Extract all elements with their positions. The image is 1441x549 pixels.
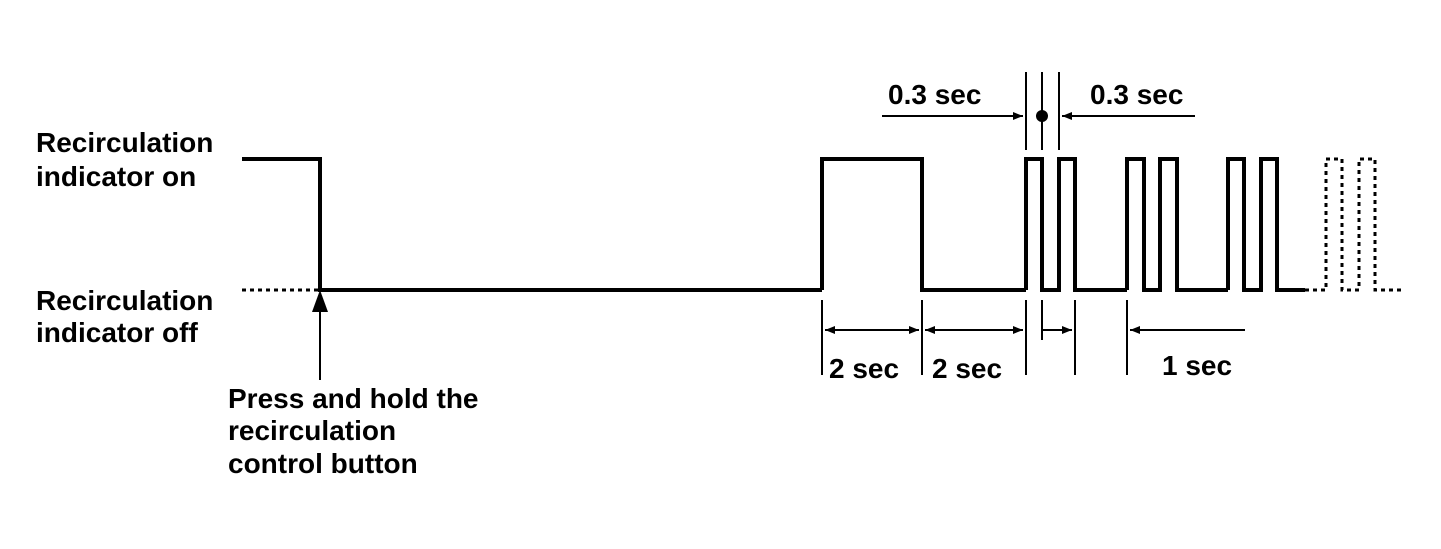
period-1sec-label: 1 sec bbox=[1162, 350, 1232, 381]
waveform-blink-group-3 bbox=[1226, 157, 1305, 292]
timing-reference-lines bbox=[821, 72, 1128, 375]
press-and-hold-label: Press and hold the recirculation control… bbox=[228, 383, 486, 479]
waveform-2sec-on-pulse bbox=[820, 157, 1026, 292]
waveform-dotted-segments bbox=[242, 157, 1405, 292]
press-hold-arrow bbox=[312, 290, 328, 380]
dimension-arrows bbox=[825, 112, 1245, 334]
indicator-off-label: Recirculation indicator off bbox=[36, 285, 221, 348]
waveform-initial-on-to-off bbox=[242, 157, 822, 292]
measurement-dot bbox=[1036, 110, 1048, 122]
indicator-on-label: Recirculation indicator on bbox=[36, 127, 221, 192]
top-right-0.3sec-label: 0.3 sec bbox=[1090, 79, 1183, 110]
first-on-2sec-label: 2 sec bbox=[829, 353, 899, 384]
indicator-signal-waveform bbox=[242, 157, 1305, 292]
waveform-blink-group-1 bbox=[1024, 157, 1127, 292]
waveform-blink-group-2 bbox=[1125, 157, 1228, 292]
continuation-dotted-pulses bbox=[1305, 157, 1405, 292]
top-left-0.3sec-label: 0.3 sec bbox=[888, 79, 981, 110]
first-off-2sec-label: 2 sec bbox=[932, 353, 1002, 384]
